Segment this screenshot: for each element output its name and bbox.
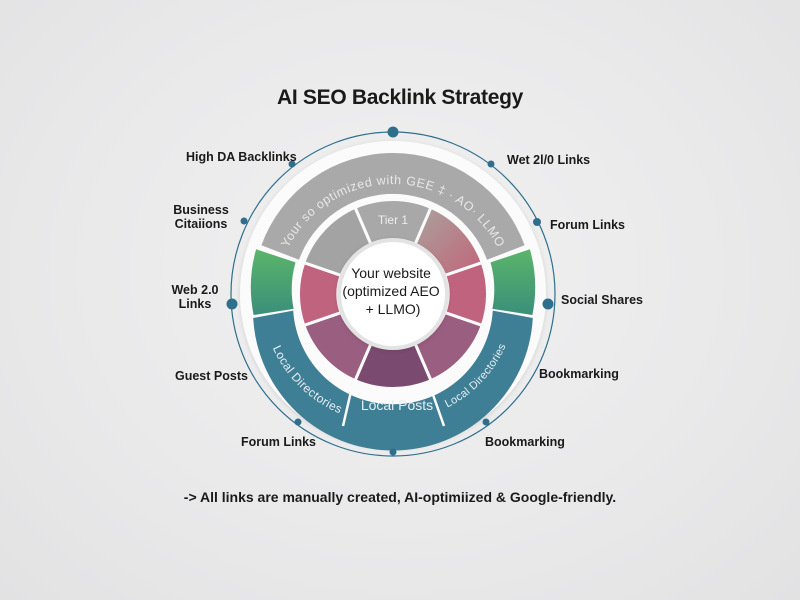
outer-band (250, 152, 536, 451)
label-web20-line1: Web 2.0 (171, 283, 219, 297)
center-line-1: Your website (351, 265, 431, 281)
dot-social (542, 298, 554, 310)
label-web20-line2: Links (178, 297, 212, 311)
label-social-shares: Social Shares (561, 293, 643, 307)
label-bookmarking-bottom: Bookmarking (485, 435, 565, 449)
tier1-label: Tier 1 (378, 213, 409, 227)
dot-bottom (389, 448, 397, 456)
center-line-2: (optimized AEO (342, 283, 439, 299)
diagram-title: AI SEO Backlink Strategy (276, 86, 524, 109)
dot-web20-left (226, 298, 238, 310)
label-business-line2: Citaiions (174, 217, 228, 231)
label-web20-links: Web 2.0 Links (168, 283, 222, 311)
band-bottom-center-text: Local Posts (361, 397, 433, 413)
band-teal-bottom (253, 310, 533, 451)
center-line-3: + LLMO) (366, 301, 421, 317)
label-web20-links-right: Wet 2l/0 Links (507, 153, 591, 167)
dot-top (387, 126, 399, 138)
label-forum-links-right: Forum Links (550, 218, 626, 232)
label-high-da-backlinks: High DA Backlinks (186, 150, 297, 164)
svg-text:Your website (optimized AE: Your website (optimized AEO + LLMO) (342, 265, 443, 317)
band-green-left (250, 249, 296, 315)
band-green-right (490, 249, 536, 315)
dot-forum-right (533, 218, 541, 226)
label-forum-links-left: Forum Links (241, 435, 317, 449)
label-business-line1: Business (173, 203, 229, 217)
dot-bookmarking-bottom (482, 418, 490, 426)
dot-forum-left (294, 418, 302, 426)
label-business-citations: Business Citaiions (172, 203, 230, 231)
footer-note: -> All links are manually created, AI-op… (183, 489, 617, 505)
label-bookmarking-right: Bookmarking (539, 367, 619, 381)
dot-high-da (288, 160, 296, 168)
orbit-dots (226, 126, 554, 456)
label-guest-posts: Guest Posts (175, 369, 248, 383)
dot-web20-right (487, 160, 495, 168)
dot-business (240, 217, 248, 225)
band-gray-top (261, 152, 525, 260)
center-circle (337, 238, 449, 350)
